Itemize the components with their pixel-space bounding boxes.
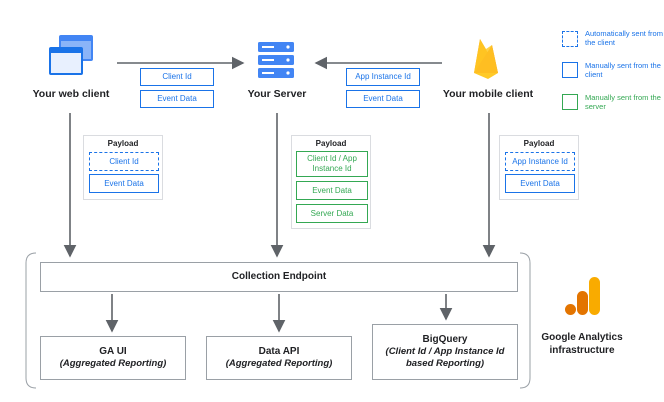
web-payload: Payload Client Id Event Data xyxy=(83,135,163,200)
bigquery-subtitle: (Client Id / App Instance Id based Repor… xyxy=(385,346,505,370)
payload-title: Payload xyxy=(523,139,555,148)
legend-swatch-manual-server xyxy=(562,94,578,110)
collection-endpoint-label: Collection Endpoint xyxy=(231,270,327,282)
web-client-label: Your web client xyxy=(32,88,110,100)
legend-text-manual-server: Manually sent from the server xyxy=(585,93,661,112)
data-api-subtitle: (Aggregated Reporting) xyxy=(225,358,333,370)
mobile-flow-event-data: Event Data xyxy=(346,90,420,108)
bigquery-title: BigQuery xyxy=(422,333,468,345)
payload-title: Payload xyxy=(315,139,347,148)
ga-ui-box: GA UI (Aggregated Reporting) xyxy=(40,336,186,380)
payload-item: App Instance Id xyxy=(505,152,575,171)
payload-title: Payload xyxy=(107,139,139,148)
server-rack-icon xyxy=(256,40,296,80)
payload-item: Event Data xyxy=(505,174,575,193)
infrastructure-bracket xyxy=(25,252,37,389)
server-label: Your Server xyxy=(247,88,307,100)
payload-item: Event Data xyxy=(296,181,368,200)
bigquery-box: BigQuery (Client Id / App Instance Id ba… xyxy=(372,324,518,380)
legend-swatch-automatic xyxy=(562,31,578,47)
ga-infrastructure-label: Google Analytics infrastructure xyxy=(541,332,623,356)
payload-item: Client Id xyxy=(89,152,159,171)
legend-text-automatic: Automatically sent from the client xyxy=(585,29,663,48)
payload-item: Client Id / App Instance Id xyxy=(296,151,368,177)
legend-text-manual-client: Manually sent from the client xyxy=(585,61,661,80)
legend-swatch-manual-client xyxy=(562,62,578,78)
web-flow-client-id: Client Id xyxy=(140,68,214,86)
payload-item: Server Data xyxy=(296,204,368,223)
collection-endpoint: Collection Endpoint xyxy=(40,262,518,292)
firebase-icon xyxy=(470,35,506,83)
ga-ui-subtitle: (Aggregated Reporting) xyxy=(59,358,167,370)
data-api-title: Data API xyxy=(258,345,300,357)
data-api-box: Data API (Aggregated Reporting) xyxy=(206,336,352,380)
web-flow-event-data: Event Data xyxy=(140,90,214,108)
mobile-client-label: Your mobile client xyxy=(442,88,534,100)
ga-ui-title: GA UI xyxy=(99,345,127,357)
mobile-flow-app-instance-id: App Instance Id xyxy=(346,68,420,86)
payload-item: Event Data xyxy=(89,174,159,193)
mobile-payload: Payload App Instance Id Event Data xyxy=(499,135,579,200)
server-payload: Payload Client Id / App Instance Id Even… xyxy=(291,135,371,229)
browser-windows-icon xyxy=(47,33,95,77)
google-analytics-icon xyxy=(563,275,603,317)
